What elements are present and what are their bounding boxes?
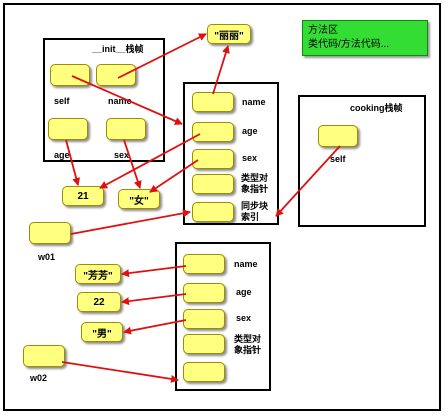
obj2-name-slot [183,254,225,274]
obj2-name-label: name [234,259,258,269]
init-age-label: age [54,150,70,160]
outer-border [3,3,441,411]
obj1-sex-label: sex [242,153,258,163]
obj1-name-label: name [242,97,266,107]
init-sex-slot [106,118,146,140]
value-nv: "女" [118,189,160,209]
init-self-label: self [54,96,70,106]
obj2-sex-label: sex [236,313,252,323]
method-area-title: 方法区 [308,25,338,36]
method-area-desc: 类代码/方法代码... [308,39,390,50]
init-name-slot [96,64,136,86]
cooking-frame-title: cooking栈帧 [350,103,403,113]
ref-w02-label: w02 [30,373,48,383]
init-sex-label: sex [114,150,130,160]
obj2-age-label: age [236,287,252,297]
obj1-sync-index-slot [192,202,234,222]
obj1-sex-slot [192,149,234,169]
obj2-type-pointer-slot [183,334,225,354]
obj1-type-pointer-slot [192,174,234,194]
ref-w02-slot [23,345,65,367]
obj1-type-pointer-label: 类型对象指针 [241,173,269,194]
init-age-slot [48,118,88,140]
method-area-note: 方法区 类代码/方法代码... [302,20,428,56]
init-name-label: name [108,96,132,106]
obj1-name-slot [192,92,234,112]
obj1-age-label: age [242,126,258,136]
obj2-extra-slot [183,362,225,382]
obj2-sex-slot [183,309,225,329]
value-21: 21 [62,186,104,206]
value-lili: "丽丽" [207,24,251,44]
obj1-age-slot [192,122,234,142]
ref-w01-slot [29,222,71,244]
value-nan: "男" [81,322,123,342]
value-fangfang: "芳芳" [75,264,121,284]
cooking-stack-frame [298,95,426,227]
value-22: 22 [77,292,121,312]
init-self-slot [50,64,90,86]
ref-w01-label: w01 [38,252,56,262]
obj1-sync-index-label: 同步块索引 [241,201,269,222]
obj2-type-pointer-label: 类型对象指针 [234,334,262,355]
cooking-self-label: self [330,154,346,164]
init-frame-title: __init__栈帧 [92,44,144,54]
cooking-self-slot [318,125,358,147]
obj2-age-slot [183,283,225,303]
